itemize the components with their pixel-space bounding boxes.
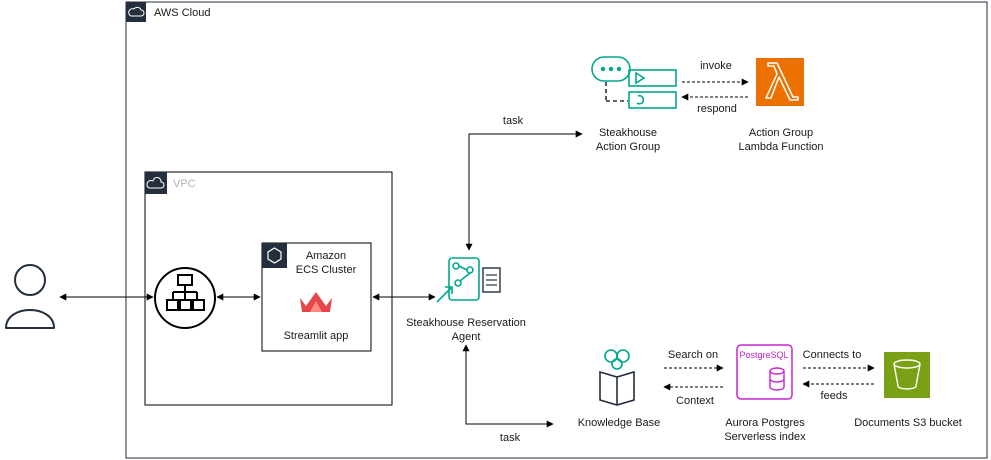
- aurora-badge: PostgreSQL: [739, 350, 788, 360]
- lambda-label-line1: Action Group: [749, 127, 813, 139]
- edge-label-respond: respond: [697, 103, 737, 115]
- ecs-title-line1: Amazon: [306, 250, 346, 262]
- aws-cloud-label: AWS Cloud: [154, 7, 210, 19]
- streamlit-icon: [300, 292, 332, 312]
- lambda-label-line2: Lambda Function: [739, 141, 824, 153]
- edge-label-context: Context: [676, 395, 714, 407]
- aurora-label-line1: Aurora Postgres: [725, 417, 805, 429]
- ecs-cluster-group: Amazon ECS Cluster Streamlit app: [261, 242, 372, 352]
- ecs-icon: [262, 243, 287, 268]
- edge-agent-action-group: [465, 130, 583, 251]
- user-icon: [5, 264, 55, 329]
- knowledge-base-icon: [599, 349, 635, 406]
- action-group-label-line1: Steakhouse: [599, 127, 657, 139]
- aurora-postgres-icon: PostgreSQL: [736, 344, 793, 400]
- lambda-icon: [756, 58, 804, 106]
- knowledge-base-label: Knowledge Base: [578, 417, 661, 429]
- agent-label-line1: Steakhouse Reservation: [406, 317, 526, 329]
- aws-cloud-icon: [126, 2, 146, 22]
- load-balancer-icon: [154, 267, 216, 329]
- vpc-label: VPC: [173, 178, 196, 190]
- edge-label-task-bottom: task: [500, 432, 521, 444]
- bedrock-agent-icon: [436, 257, 501, 303]
- aurora-label-line2: Serverless index: [724, 431, 806, 443]
- edge-agent-knowledge-base: [462, 344, 554, 428]
- s3-bucket-icon: [884, 352, 930, 398]
- streamlit-app-label: Streamlit app: [284, 330, 349, 342]
- aws-cloud-group: AWS Cloud: [125, 1, 988, 459]
- agent-label-line2: Agent: [452, 331, 481, 343]
- edge-label-task-top: task: [503, 115, 524, 127]
- ecs-title-line2: ECS Cluster: [296, 264, 357, 276]
- edge-label-feeds: feeds: [821, 390, 848, 402]
- edge-label-search-on: Search on: [668, 349, 718, 361]
- action-group-label-line2: Action Group: [596, 141, 660, 153]
- edge-label-invoke: invoke: [700, 60, 732, 72]
- action-group-icon: [591, 56, 677, 109]
- s3-label: Documents S3 bucket: [854, 417, 962, 429]
- edge-label-connects-to: Connects to: [803, 349, 862, 361]
- vpc-group: VPC: [144, 171, 393, 406]
